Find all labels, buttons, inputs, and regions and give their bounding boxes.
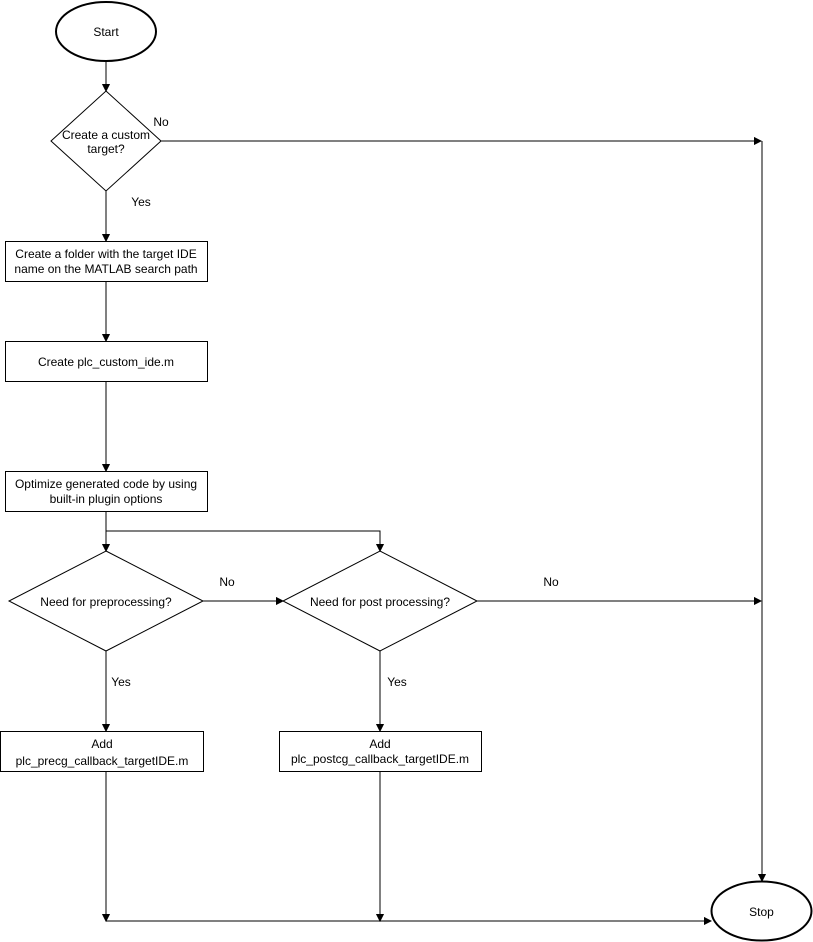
edge-label-post-yes: Yes — [387, 675, 407, 689]
edge-label-custom-yes: Yes — [131, 195, 151, 209]
edge-label-post-no: No — [543, 575, 559, 589]
stop-label: Stop — [749, 905, 774, 919]
need-pre-label: Need for preprocessing? — [40, 595, 172, 609]
create-folder-label-line1: Create a folder with the target IDE — [15, 247, 196, 261]
optimize-label-line1: Optimize generated code by using — [15, 477, 197, 491]
custom-target-label-line2: target? — [87, 142, 125, 156]
edge-optimize-to-need-post — [106, 530, 380, 551]
need-post-decision: Need for post processing? — [281, 550, 479, 652]
add-postcg-label-line2: plc_postcg_callback_targetIDE.m — [291, 752, 469, 766]
edges — [106, 62, 762, 921]
optimize-label-line2: built-in plugin options — [50, 492, 163, 506]
stop-terminal: Stop — [710, 880, 813, 942]
need-post-label: Need for post processing? — [310, 595, 450, 609]
need-pre-decision: Need for preprocessing? — [7, 550, 205, 652]
create-folder-label-line2: name on the MATLAB search path — [14, 262, 197, 276]
custom-target-label-line1: Create a custom — [62, 128, 150, 142]
add-precg-label-line2: plc_precg_callback_targetIDE.m — [16, 754, 189, 768]
edge-label-custom-no: No — [153, 115, 169, 129]
create-plc-process: Create plc_custom_ide.m — [5, 341, 208, 382]
start-terminal: Start — [55, 1, 157, 62]
edge-label-pre-no: No — [219, 575, 235, 589]
create-plc-label: Create plc_custom_ide.m — [38, 355, 174, 369]
add-precg-label-line1: Add — [91, 737, 112, 751]
add-postcg-process: Add plc_postcg_callback_targetIDE.m — [279, 731, 482, 772]
start-label: Start — [93, 25, 119, 39]
edge-labels: No Yes No No Yes Yes — [111, 115, 559, 689]
custom-target-decision: Create a custom target? — [50, 90, 162, 192]
optimize-process: Optimize generated code by using built-i… — [5, 471, 208, 512]
create-folder-process: Create a folder with the target IDE name… — [5, 241, 208, 282]
add-precg-process: Add plc_precg_callback_targetIDE.m — [0, 731, 204, 772]
edge-label-pre-yes: Yes — [111, 675, 131, 689]
add-postcg-label-line1: Add — [369, 737, 390, 751]
